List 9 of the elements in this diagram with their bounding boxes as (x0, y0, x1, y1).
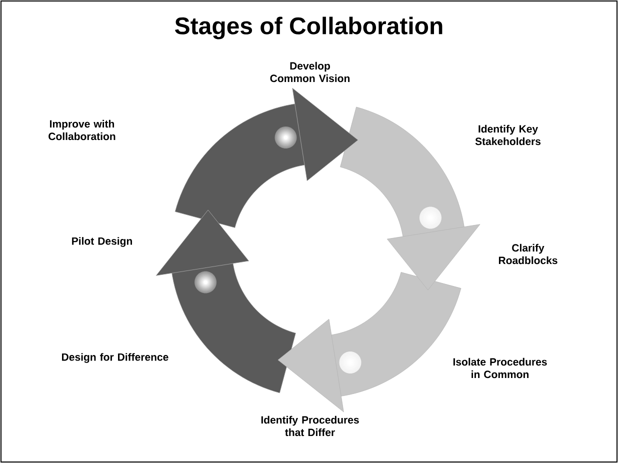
stage-label: Improve with Collaboration (48, 120, 116, 140)
stage-label: Develop Common Vision (270, 62, 350, 82)
stage-label: Identify Key Stakeholders (475, 124, 541, 146)
stage-label: Identify Procedures that Differ (261, 416, 359, 436)
stage-label: Clarify Roadblocks (498, 244, 558, 264)
stage-label: Isolate Procedures in Common (453, 358, 547, 378)
title-text: Stages of Collaboration (175, 16, 442, 40)
stage-label: Pilot Design (72, 237, 132, 247)
stage-label: Design for Difference (62, 353, 168, 363)
